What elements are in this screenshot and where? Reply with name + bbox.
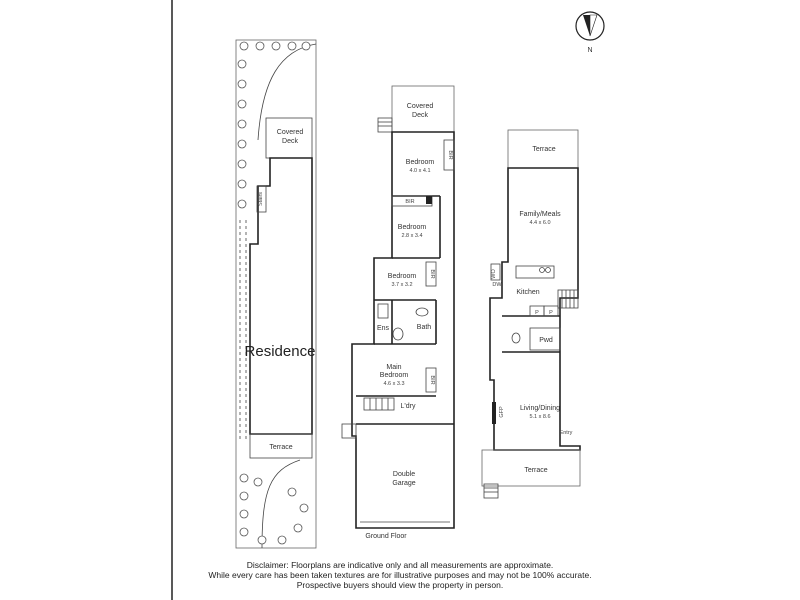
- disclaimer-line-1: Disclaimer: Floorplans are indicative on…: [246, 560, 554, 570]
- site-covered-deck-label-1: Covered: [277, 129, 304, 136]
- entry-label: Entry: [560, 430, 573, 436]
- site-stairs-label: Stairs: [258, 192, 264, 206]
- site-terrace-label: Terrace: [269, 444, 292, 451]
- site-covered-deck-label-2: Deck: [282, 138, 298, 145]
- main-bedroom-label-2: Bedroom: [380, 372, 409, 379]
- terrace-bottom-label: Terrace: [524, 467, 547, 474]
- laundry-label: L'dry: [401, 403, 416, 410]
- shrubs-bottom: [239, 473, 309, 545]
- shrubs-top: [237, 41, 311, 209]
- north-label: N: [587, 47, 592, 54]
- ground-floor-plan: Covered Deck Bedroom 4.0 x 4.1 BIR BIR B…: [341, 85, 455, 540]
- bir-4-label: BIR: [429, 375, 435, 384]
- ground-floor-outline: [351, 131, 455, 529]
- residence-label: Residence: [245, 343, 316, 360]
- upper-level-plan: Terrace Family/Meals 4.4 x 6.0 WO DW Kit…: [481, 129, 581, 499]
- double-garage-label-1: Double: [393, 471, 415, 478]
- disclaimer: Disclaimer: Floorplans are indicative on…: [150, 560, 650, 590]
- bedroom-3-size: 3.7 x 3.2: [391, 282, 412, 288]
- bedroom-3-label: Bedroom: [388, 273, 417, 280]
- living-dining-label: Living/Dining: [520, 405, 560, 412]
- bir-2-label: BIR: [405, 199, 414, 205]
- bedroom-2-size: 2.8 x 3.4: [401, 233, 422, 239]
- powder-room-label: Pwd: [539, 337, 553, 344]
- family-meals-size: 4.4 x 6.0: [529, 220, 550, 226]
- bath-label: Bath: [417, 324, 432, 331]
- dw-label: DW: [492, 282, 502, 288]
- family-meals-label: Family/Meals: [519, 211, 561, 218]
- north-compass: N: [575, 11, 605, 54]
- main-bedroom-label-1: Main: [386, 364, 401, 371]
- bir-1-label: BIR: [447, 150, 453, 159]
- bedroom-2-label: Bedroom: [398, 224, 427, 231]
- terrace-top-label: Terrace: [532, 146, 555, 153]
- site-plan: Covered Deck Residence Stairs Terrace: [235, 39, 317, 549]
- disclaimer-line-3: Prospective buyers should view the prope…: [296, 580, 504, 590]
- kitchen-label: Kitchen: [516, 289, 539, 296]
- disclaimer-line-2: While every care has been taken textures…: [208, 570, 592, 580]
- bir-3-label: BIR: [429, 269, 435, 278]
- mid-covered-deck-label-1: Covered: [407, 103, 434, 110]
- living-dining-size: 5.1 x 8.6: [529, 414, 550, 420]
- double-garage-label-2: Garage: [392, 480, 415, 487]
- pantry-2-label: P: [549, 310, 553, 316]
- bedroom-1-label: Bedroom: [406, 159, 435, 166]
- side-fence: [239, 220, 247, 440]
- floor-caption: Ground Floor: [365, 533, 407, 540]
- wo-label: WO: [491, 269, 497, 279]
- bedroom-1-size: 4.0 x 4.1: [409, 168, 430, 174]
- main-bedroom-size: 4.6 x 3.3: [383, 381, 404, 387]
- pantry-1-label: P: [535, 310, 539, 316]
- gfp-label: GFP: [499, 406, 505, 418]
- ensuite-label: Ens: [377, 325, 390, 332]
- mid-covered-deck-label-2: Deck: [412, 112, 428, 119]
